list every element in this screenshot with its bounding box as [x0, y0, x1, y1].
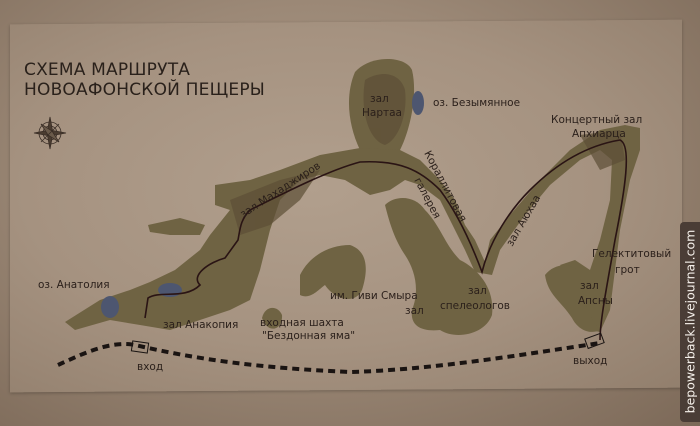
label-exit: выход [573, 355, 608, 367]
map-title-line2: НОВОАФОНСКОЙ ПЕЩЕРЫ [24, 80, 265, 100]
cave-shaft [262, 307, 283, 329]
label-lake-nameless: оз. Безымянное [433, 97, 521, 109]
label-gelektit-2: грот [615, 264, 640, 276]
label-givi: им. Гиви Смыра [330, 290, 418, 302]
cave-main [65, 125, 640, 332]
lake-anatolia [101, 296, 119, 318]
cave-west-branch [148, 218, 205, 235]
exit-marker [584, 332, 605, 350]
cave-givi [300, 245, 366, 300]
lakes [101, 91, 424, 318]
label-anakopia: зал Анакопия [163, 319, 239, 331]
label-shaft-2: "Бездонная яма" [262, 330, 356, 342]
lake-nameless [412, 91, 424, 115]
label-entrance: вход [137, 361, 164, 373]
label-concert-2: Апхиарца [572, 128, 626, 140]
label-concert-1: Концертный зал [551, 114, 643, 126]
watermark-text: bepowerback.livejournal.com [682, 229, 698, 414]
cave-apsny [545, 265, 600, 332]
label-gelektit-1: Гелектитовый [592, 248, 672, 260]
cave-speleo [385, 198, 493, 335]
entrance-marker [130, 340, 150, 354]
label-apsny-1: зал [580, 280, 599, 292]
label-shaft-1: входная шахта [260, 317, 344, 329]
tour-route-line [144, 139, 628, 341]
label-speleo-2: спелеологов [440, 300, 510, 312]
label-apsny-2: Апсны [578, 295, 613, 307]
label-nartaa-2: Нартаа [362, 107, 402, 119]
label-lake-anatolia: оз. Анатолия [38, 279, 110, 291]
map-title-line1: СХЕМА МАРШРУТА [24, 60, 191, 80]
label-speleo-1: зал [468, 285, 487, 297]
compass-rose-icon [33, 116, 67, 150]
label-givi-zal: зал [405, 305, 424, 317]
watermark: bepowerback.livejournal.com [680, 222, 700, 422]
label-nartaa-1: зал [370, 93, 389, 105]
